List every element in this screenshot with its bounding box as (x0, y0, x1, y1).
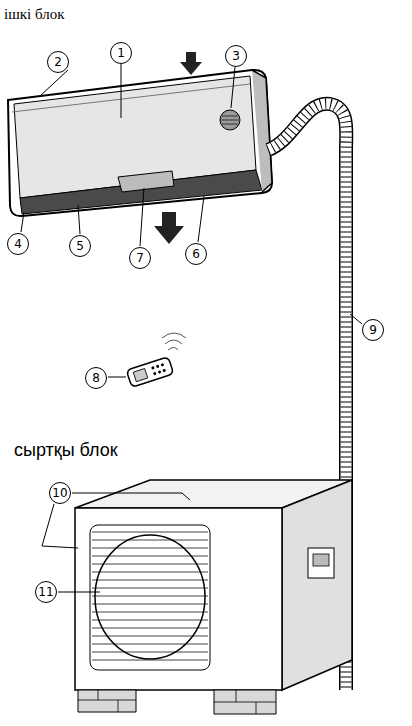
callout-number: 11 (35, 581, 57, 603)
callout-number: 1 (110, 42, 132, 64)
callout-number: 3 (225, 45, 247, 67)
unit-heading: ішкі блок (4, 6, 64, 23)
unit-heading: сыртқы блок (14, 440, 118, 461)
callout-number: 5 (69, 235, 91, 257)
callout-number: 4 (7, 233, 29, 255)
callout-number: 6 (185, 243, 207, 265)
callout-number: 2 (47, 51, 69, 73)
callout-number: 8 (85, 367, 107, 389)
callout-number: 9 (362, 319, 384, 341)
callout-number: 7 (129, 247, 151, 269)
callout-number: 10 (49, 482, 71, 504)
